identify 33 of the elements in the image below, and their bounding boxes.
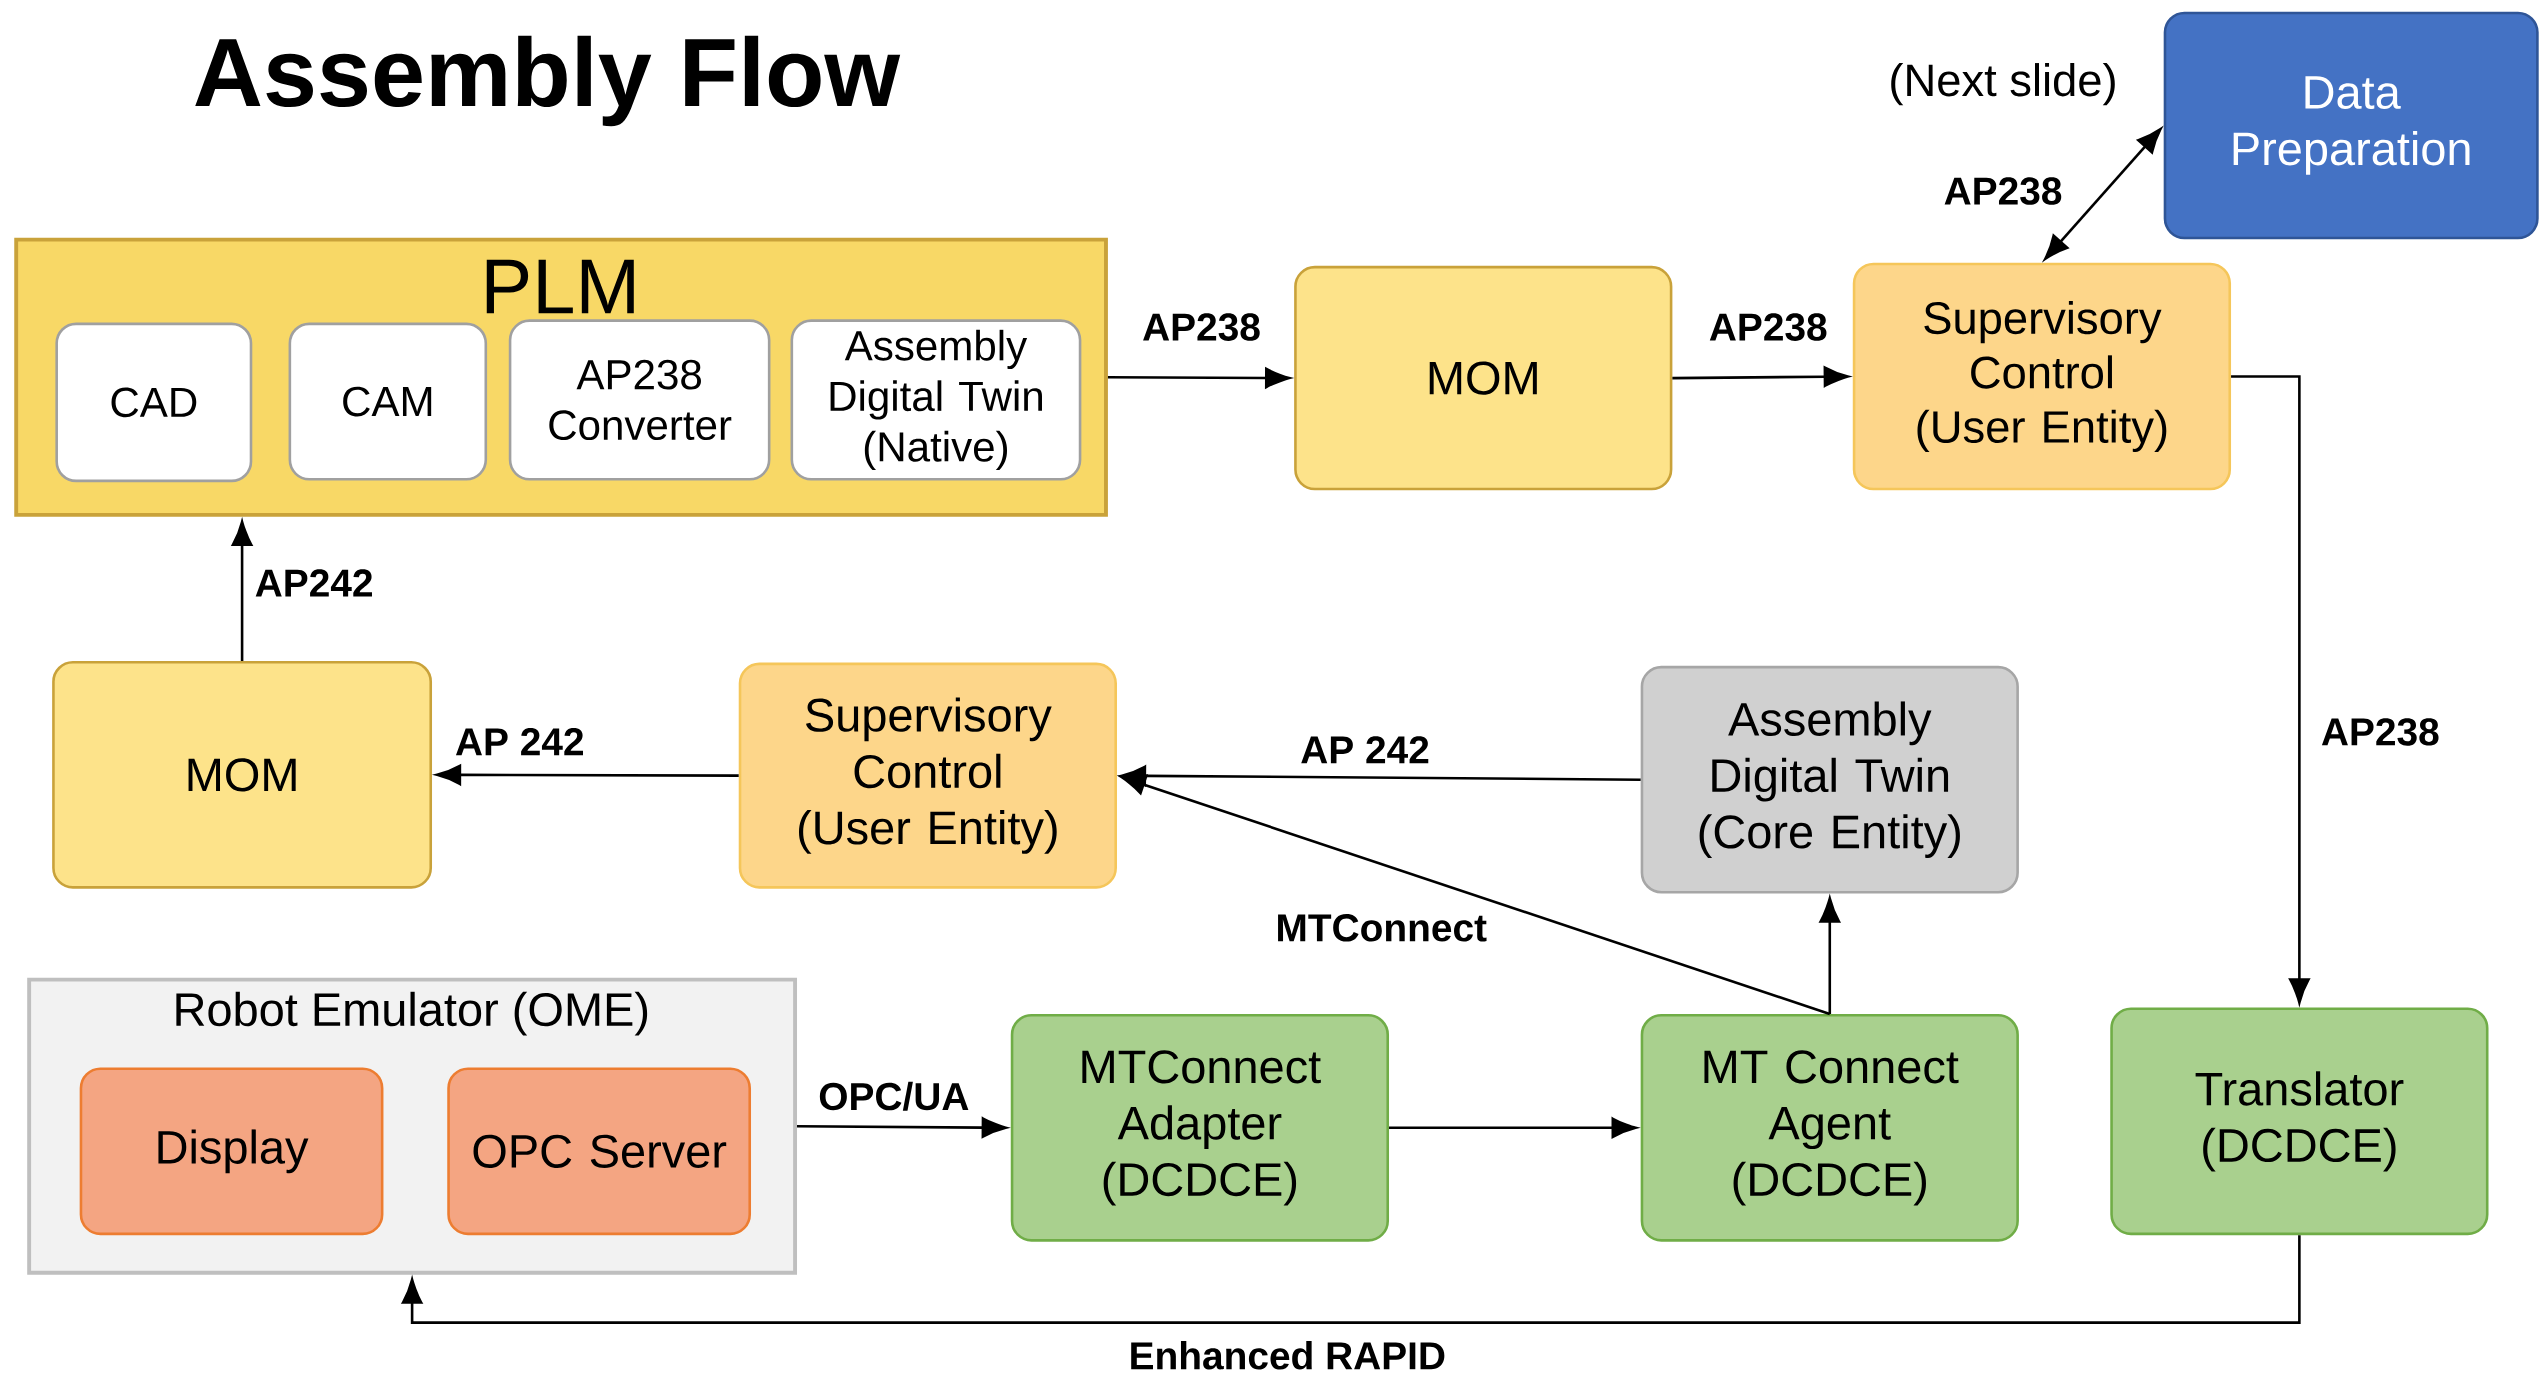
- process-box: Translator (DCDCE): [2110, 1007, 2489, 1236]
- edge-label: AP 242: [1301, 736, 1429, 764]
- process-box: Supervisory Control (User Entity): [738, 662, 1117, 889]
- arrow: [1120, 774, 1831, 1016]
- arrow: [2044, 128, 2162, 261]
- edge-label: AP242: [255, 569, 372, 597]
- title: Assembly Flow: [195, 35, 901, 127]
- edge-label: AP238: [2321, 718, 2439, 746]
- process-box: Supervisory Control (User Entity): [1852, 262, 2232, 491]
- process-box: CAD: [55, 322, 253, 483]
- process-box: Assembly Digital Twin (Core Entity): [1640, 665, 2019, 894]
- process-box: MT Connect Agent (DCDCE): [1640, 1014, 2019, 1242]
- process-box: MOM: [52, 661, 433, 889]
- arrow: [435, 764, 739, 786]
- process-box: OPC Server: [447, 1067, 752, 1236]
- process-box: AP238 Converter: [508, 319, 771, 481]
- process-box: Display: [79, 1067, 384, 1236]
- process-box: MTConnect Adapter (DCDCE): [1010, 1014, 1390, 1242]
- edge-label: AP 242: [455, 728, 583, 756]
- process-box: MOM: [1294, 266, 1673, 491]
- process-box: Data Preparation: [2163, 11, 2539, 240]
- edge-label: AP238: [1709, 313, 1827, 341]
- edge-label: AP238: [1143, 313, 1260, 341]
- arrow: [231, 520, 253, 662]
- process-box: Assembly Digital Twin (Native): [790, 319, 1082, 481]
- note-text: (Next slide): [1891, 63, 2115, 106]
- edge-label: MTConnect: [1278, 914, 1487, 942]
- arrow: [401, 1235, 2301, 1325]
- edge-label: AP238: [1944, 177, 2062, 205]
- process-box: CAM: [288, 322, 488, 481]
- edge-label: OPC/UA: [819, 1081, 969, 1111]
- edge-label: Enhanced RAPID: [1131, 1341, 1445, 1370]
- arrow: [1107, 367, 1291, 389]
